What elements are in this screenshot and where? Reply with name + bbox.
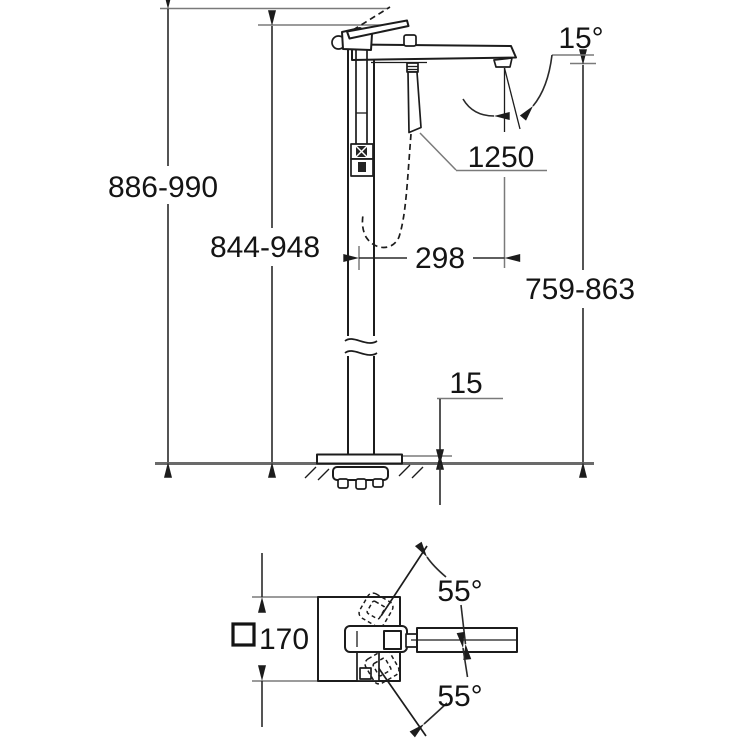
dim-label-overall-height: 886-990 [108, 171, 218, 204]
dim-handle-height: 844-948 [210, 10, 320, 478]
dim-label-spout-height: 759-863 [525, 273, 635, 306]
leader-line [419, 132, 457, 171]
dim-swivel-bottom: 55° [437, 631, 483, 713]
spout-arm [351, 43, 517, 61]
dim-spout-height: 759-863 [525, 49, 635, 478]
shower-position-upper [358, 592, 394, 628]
diverter-knob [403, 34, 417, 47]
shower-holder-detail [359, 667, 372, 680]
callout-hose-length: 1250 [419, 132, 547, 174]
arrow-to-centerline [460, 604, 472, 661]
shower-connector [406, 62, 419, 73]
dim-overall-height: 886-990 [108, 0, 218, 478]
floor-flange [332, 466, 389, 490]
hatch-stroke [317, 468, 330, 481]
dim-swivel-top: 55° [437, 575, 483, 661]
shower-position-lower [364, 649, 400, 685]
angle-arc-right [519, 54, 553, 121]
flange-bolt-3 [372, 478, 384, 488]
dim-label-swivel-bottom: 55° [437, 680, 482, 713]
height-adjust-clamp [350, 143, 374, 177]
square-symbol-icon [231, 622, 256, 647]
hand-shower [406, 62, 422, 134]
dim-label-spout-angle: 15° [558, 22, 603, 55]
front-view: 886-990 844-948 759-863 298 1250 [108, 0, 635, 505]
clamp-detail [358, 162, 366, 172]
swivel-limit-upper [380, 545, 428, 617]
dim-label-plate-offset: 15 [449, 367, 482, 400]
shower-head-inner [372, 657, 392, 677]
mixer-top [344, 625, 518, 653]
swivel-arc-upper [414, 541, 447, 578]
swivel-arc-lower [409, 702, 448, 738]
dim-label-hose-length: 1250 [468, 141, 535, 174]
shower-head-outline [358, 592, 394, 628]
base-plate [316, 453, 403, 465]
shower-wand [407, 71, 422, 134]
clamp-screw-cross-2 [355, 145, 368, 158]
hatch-stroke [398, 464, 411, 477]
flange-body [332, 466, 389, 481]
dim-label-spout-reach: 298 [415, 242, 465, 275]
column-break-symbol [343, 336, 381, 356]
flange-bolt-2 [355, 478, 367, 490]
shower-hose [361, 133, 412, 249]
swivel-limit-lower [372, 659, 427, 737]
dim-plate-offset: 15 [436, 367, 503, 505]
shower-head-inner [366, 600, 386, 620]
break-wave-upper [344, 338, 378, 344]
break-wave-lower [344, 350, 378, 356]
top-view: 170 55 [231, 541, 518, 738]
shower-head-outline [364, 649, 400, 685]
dim-label-plate-size: 170 [259, 623, 309, 656]
lever-raised-position [352, 6, 391, 31]
spout-stream-tilted [503, 67, 521, 130]
dim-spout-angle: 15° [462, 22, 604, 132]
hatch-stroke [411, 466, 424, 479]
mixer-front [304, 6, 517, 490]
hatch-stroke [304, 466, 317, 479]
floor-hatching [304, 464, 424, 481]
flange-bolt-1 [337, 478, 349, 489]
handle-cube [383, 630, 402, 650]
lever-handle [346, 19, 410, 40]
dim-label-handle-height: 844-948 [210, 231, 320, 264]
angle-arc-left [462, 98, 510, 121]
spout-outlet [493, 57, 513, 68]
dim-plate-size: 170 [231, 553, 318, 727]
dim-spout-reach: 298 [343, 177, 521, 275]
dim-label-swivel-top: 55° [437, 575, 482, 608]
arrow-to-centerline [456, 631, 469, 678]
